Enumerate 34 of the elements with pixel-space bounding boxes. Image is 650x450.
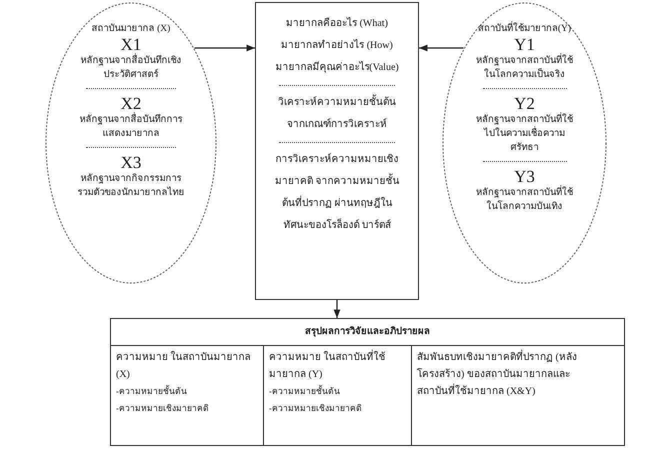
ellipse-heading: สถาบันที่ใช้มายากล(Y) [478,22,572,36]
evidence-text: หลักฐานจากสถาบันที่ใช้ในโลกความเป็นจริง [472,54,577,82]
evidence-text: หลักฐานจากสถาบันที่ใช้ในโลกความบันเทิง [472,186,577,214]
arrow [419,44,464,52]
arrow [194,44,255,52]
item-code: Y3 [514,168,535,186]
summary-table [110,318,625,446]
item-code: Y2 [514,95,535,113]
ellipse-group [442,2,607,284]
ellipse-group [45,2,217,284]
bullet-item: -ความหมายชั้นต้น [116,384,188,398]
process-box [255,2,419,300]
bullet-item: -ความหมายเชิงมายาคติ [269,402,363,415]
item-code: X1 [120,36,142,54]
bullet-item: -ความหมายเชิงมายาคติ [116,402,210,415]
item-code: X3 [120,154,142,172]
box-text: มายากลทำอย่างไร (How) [281,38,393,53]
cell-text: ความหมาย ในสถาบันที่ใช้มายากล (Y) [269,349,406,383]
ellipse-heading: สถาบันมายากล (X) [92,22,170,36]
box-text: การวิเคราะห์ความหมายเชิงมายาคติ จากความหมายชั้นต้นที่ปรากฏ ผ่านทฤษฎีในทัศนะของโรล็องด์ บาร์ตส์ [274,152,400,233]
evidence-text: หลักฐานจากกิจกรรมการรวมตัวของนักมายากลไทย [76,172,186,200]
item-code: Y1 [514,36,535,54]
cell-text: ความหมาย ในสถาบันมายากล (X) [116,350,252,382]
bullet-item: -ความหมายชั้นต้น [269,384,341,398]
box-text: วิเคราะห์ความหมายชั้นต้นจากเกณฑ์การวิเคราะห์ [272,92,402,136]
evidence-text: หลักฐานจากสื่อบันทึกเชิงประวัติศาสตร์ [75,54,187,82]
evidence-text: หลักฐานจากสื่อบันทึกการแสดงมายากล [75,113,187,141]
evidence-text: หลักฐานจากสถาบันที่ใช้ไปในความเชื่อความศรัทธา [472,113,577,155]
box-text: มายากลมีคุณค่าอะไร(Value) [275,60,399,75]
arrow [334,300,340,318]
box-text: มายากลคืออะไร (What) [286,16,388,31]
table-heading: สรุปผลการวิจัยและอภิปรายผล [111,319,624,346]
cell-text: สัมพันธบทเชิงมายาคติที่ปรากฏ (หลังโครงสร้าง) ของสถาบันมายากลและสถาบันที่ใช้มายากล (X&Y) [417,349,621,400]
item-code: X2 [120,95,142,113]
